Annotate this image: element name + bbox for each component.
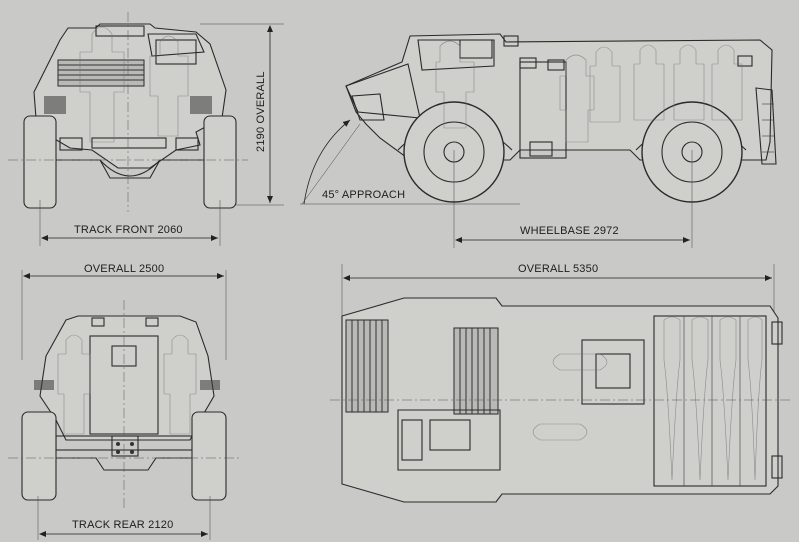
overall-length-label: OVERALL 5350 [518, 263, 598, 275]
wheelbase-label: WHEELBASE 2972 [520, 225, 619, 237]
track-front-dimension: TRACK FRONT 2060 [39, 200, 221, 246]
overall-length-dimension: OVERALL 5350 [341, 263, 775, 320]
front-grille [57, 59, 145, 87]
front-left-light [44, 96, 66, 114]
plan-roof-hatch [581, 339, 645, 405]
front-right-wheel [203, 115, 237, 209]
front-view [8, 12, 248, 212]
overall-height-dimension: 2190 OVERALL [200, 23, 284, 206]
side-view: 45° APPROACH [300, 33, 777, 205]
rear-view [8, 300, 240, 510]
front-right-light [190, 96, 212, 114]
approach-angle-label: 45° APPROACH [322, 189, 405, 201]
track-rear-label: TRACK REAR 2120 [72, 519, 173, 531]
wheelbase-dimension: WHEELBASE 2972 [453, 150, 693, 248]
plan-view [330, 297, 790, 503]
front-left-wheel [23, 115, 57, 209]
plan-engine-grille-rear [453, 327, 499, 415]
track-front-label: TRACK FRONT 2060 [74, 224, 183, 236]
track-rear-dimension: TRACK REAR 2120 [37, 496, 211, 540]
overall-height-label: 2190 OVERALL [255, 71, 267, 152]
rear-left-wheel [21, 411, 57, 501]
overall-width-label: OVERALL 2500 [84, 263, 164, 275]
rear-right-wheel [191, 411, 227, 501]
overall-width-dimension: OVERALL 2500 [21, 263, 227, 360]
plan-engine-grille-front [345, 319, 389, 413]
